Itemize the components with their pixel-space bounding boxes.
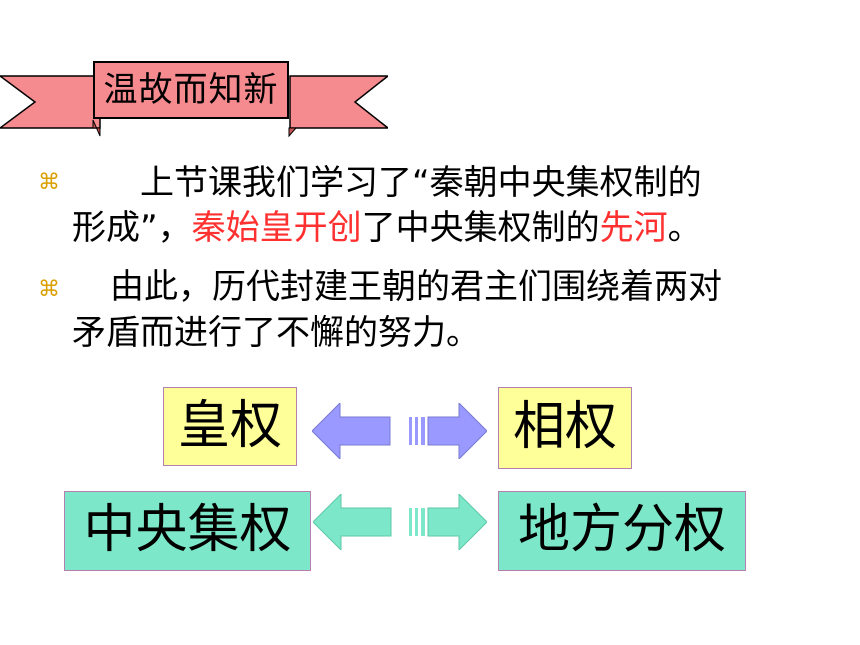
- right-arrow-icon: [409, 403, 487, 459]
- left-arrow-icon: [312, 403, 391, 459]
- box-local-separation: 地方分权: [498, 491, 746, 571]
- bullet-icon: ⌘: [38, 170, 60, 195]
- box-imperial-power: 皇权: [163, 387, 297, 466]
- text-segment: 。: [667, 208, 702, 248]
- paragraph-1-line-2: 形成”，秦始皇开创了中央集权制的先河。: [72, 205, 702, 251]
- paragraph-1-line-1: 上节课我们学习了“秦朝中央集权制的: [140, 163, 702, 203]
- highlight-text: 秦始皇开创: [191, 208, 362, 248]
- box-centralization: 中央集权: [64, 491, 311, 571]
- ribbon-title: 温故而知新: [93, 61, 289, 119]
- paragraph-2-line-1: 由此，历代封建王朝的君主们围绕着两对: [110, 267, 722, 307]
- box-chancellor-power: 相权: [498, 387, 632, 469]
- text-segment: 形成”，: [72, 208, 192, 248]
- text-segment: 了中央集权制的: [361, 208, 600, 248]
- left-arrow-icon: [313, 494, 392, 550]
- paragraph-2-line-2: 矛盾而进行了不懈的努力。: [72, 313, 480, 353]
- bullet-icon: ⌘: [38, 277, 60, 302]
- title-ribbon: [0, 48, 388, 138]
- ribbon-shape: [0, 75, 388, 138]
- right-arrow-icon: [409, 494, 487, 550]
- highlight-text: 先河: [599, 208, 668, 248]
